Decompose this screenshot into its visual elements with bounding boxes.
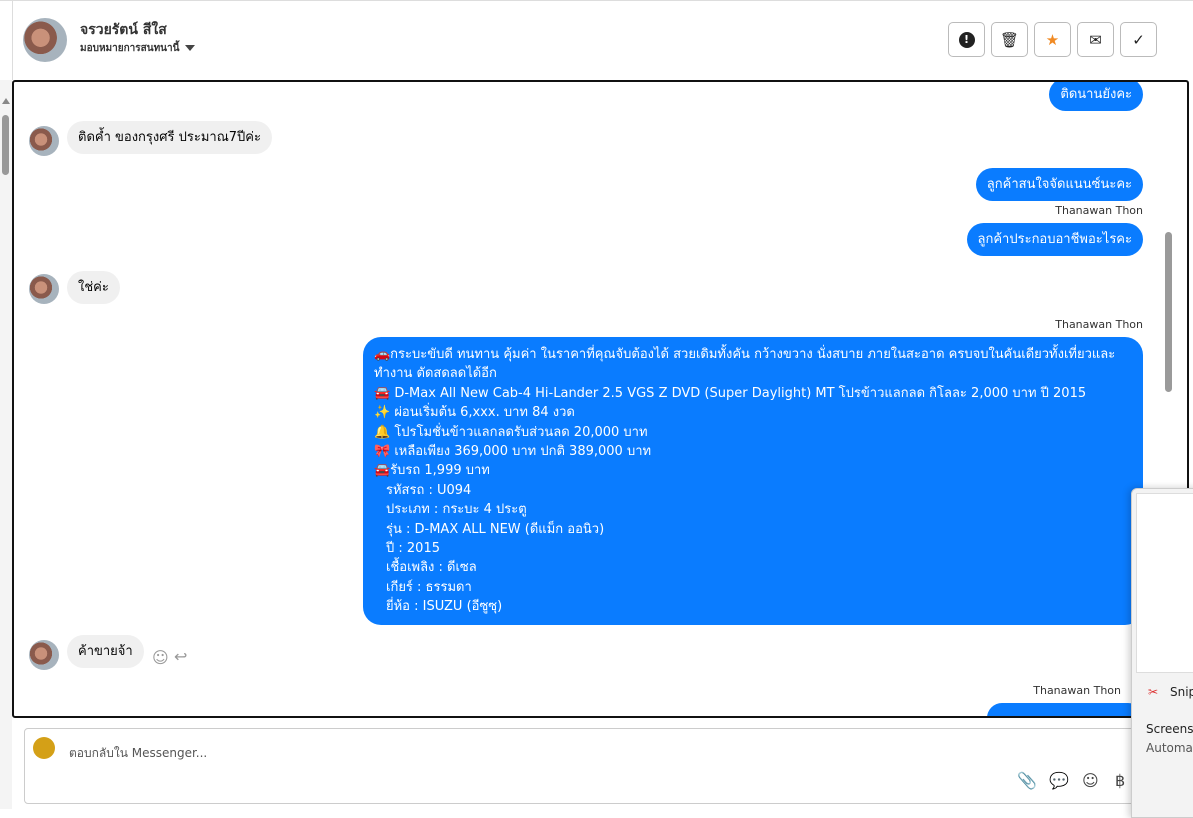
- sender-name: Thanawan Thon: [1055, 204, 1143, 217]
- listing-line: ปี : 2015: [386, 541, 440, 557]
- react-smiley-icon[interactable]: ☺: [152, 648, 169, 667]
- message-outgoing: ลูกค้าประกอบอาชีพอะไรคะ: [966, 223, 1143, 256]
- snip-title: Snip: [1170, 685, 1193, 699]
- reply-input[interactable]: ตอบกลับใน Messenger...: [69, 746, 208, 760]
- listing-line: เชื้อเพลิง : ดีเซล: [386, 560, 477, 576]
- message-outgoing: ลูกค้าสนใจจัดแนนซ์นะคะ: [975, 168, 1143, 201]
- assign-conversation-dropdown[interactable]: มอบหมายการสนทนานี้: [80, 41, 196, 56]
- message-thread: ติดนานยังคะ ติดค้ำ ของกรุงศรี ประมาณ7ปีค…: [12, 80, 1189, 718]
- report-button[interactable]: !: [948, 22, 985, 57]
- listing-line: เกียร์ : ธรรมดา: [386, 579, 472, 595]
- contact-name: จรวยรัตน์ สีใส: [80, 22, 167, 38]
- reply-composer[interactable]: ตอบกลับใน Messenger... 📎 💬 ☺ ฿: [24, 728, 1188, 804]
- message-incoming: ใช่ค่ะ: [67, 271, 120, 304]
- mark-done-button[interactable]: ✓: [1120, 22, 1157, 57]
- listing-line: 🔔 โปรโมชั่นข้าวแลกลดรับส่วนลด 20,000 บาท: [374, 424, 648, 440]
- listing-line: รุ่น : D-MAX ALL NEW (ดีแม็ก ออนิว): [386, 521, 605, 537]
- trash-icon: 🗑: [999, 30, 1020, 49]
- listing-line: ✨ ผ่อนเริ่มต้น 6,xxx. บาท 84 งวด: [374, 405, 575, 421]
- sender-name: Thanawan Thon: [1033, 684, 1121, 697]
- message-incoming: ค้าขายจ้า: [67, 635, 144, 668]
- message-outgoing-listing: 🚗กระบะขับดี ทนทาน คุ้มค่า ในราคาที่คุณจั…: [363, 337, 1143, 625]
- listing-line: 🚘รับรถ 1,999 บาท: [374, 463, 490, 479]
- message-incoming: ติดค้ำ ของกรุงศรี ประมาณ7ปีค่ะ: [67, 121, 272, 154]
- assign-label: มอบหมายการสนทนานี้: [80, 43, 180, 54]
- listing-line: 🚗กระบะขับดี ทนทาน คุ้มค่า ในราคาที่คุณจั…: [374, 347, 1116, 382]
- screenshot-thumbnail[interactable]: [1136, 493, 1193, 673]
- listing-line: ยี่ห้อ : ISUZU (อีซูซุ): [386, 599, 503, 615]
- contact-avatar-small: [29, 640, 59, 670]
- divider: [12, 0, 13, 80]
- attach-icon[interactable]: 📎: [1017, 771, 1037, 790]
- scroll-up-icon[interactable]: [2, 98, 10, 104]
- check-icon: ✓: [1132, 30, 1145, 49]
- page-scrollbar[interactable]: [0, 80, 12, 809]
- scroll-thumb[interactable]: [2, 115, 9, 175]
- payment-icon[interactable]: ฿: [1115, 771, 1126, 790]
- listing-line: รหัสรถ : U094: [386, 482, 472, 498]
- listing-line: 🚘 D-Max All New Cab-4 Hi-Lander 2.5 VGS …: [374, 385, 1087, 401]
- star-button[interactable]: ★: [1034, 22, 1071, 57]
- thread-scrollbar[interactable]: [1161, 82, 1175, 716]
- thread-scroll-thumb[interactable]: [1165, 232, 1172, 392]
- listing-line: ประเภท : กระบะ 4 ประตู: [386, 502, 527, 518]
- snip-text: Screens: [1146, 722, 1193, 736]
- envelope-icon: ✉: [1089, 30, 1102, 49]
- snipping-tool-notification[interactable]: ✂ Snip Screens Automa: [1131, 488, 1193, 818]
- mail-button[interactable]: ✉: [1077, 22, 1114, 57]
- caret-down-icon: [185, 45, 196, 51]
- alert-icon: !: [958, 31, 975, 48]
- contact-avatar-small: [29, 126, 59, 156]
- top-divider: [0, 0, 1193, 1]
- listing-line: 🎀 เหลือเพียง 369,000 บาท ปกติ 389,000 บา…: [374, 444, 652, 460]
- snip-subtext: Automa: [1146, 741, 1193, 755]
- contact-avatar-small: [29, 274, 59, 304]
- reply-icon[interactable]: ↩: [174, 647, 188, 666]
- user-avatar: [33, 737, 55, 759]
- message-outgoing: ติดนานยังคะ: [1049, 82, 1143, 111]
- saved-reply-icon[interactable]: 💬: [1049, 771, 1069, 790]
- snip-icon: ✂: [1148, 685, 1159, 699]
- delete-button[interactable]: 🗑: [991, 22, 1028, 57]
- emoji-icon[interactable]: ☺: [1082, 771, 1099, 790]
- message-outgoing-partial: [987, 703, 1143, 716]
- sender-name: Thanawan Thon: [1055, 318, 1143, 331]
- contact-avatar: [23, 18, 67, 62]
- star-icon: ★: [1045, 30, 1060, 49]
